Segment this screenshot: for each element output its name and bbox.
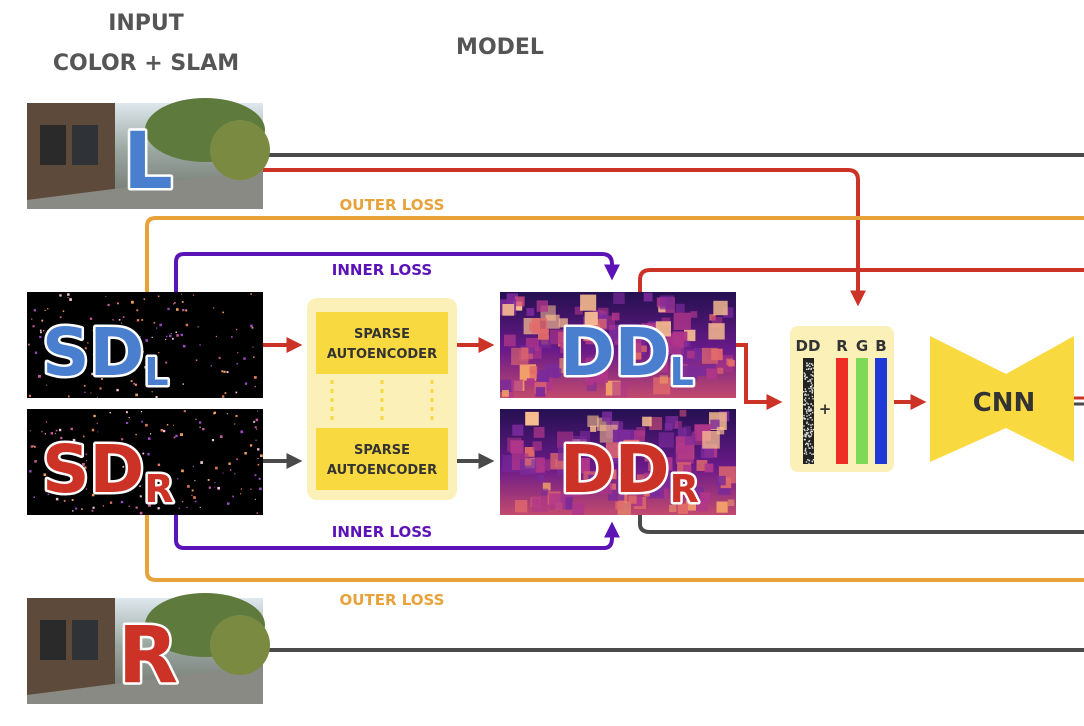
dense-left-subscript: L — [670, 350, 694, 394]
sparse-left-subscript: L — [144, 350, 168, 394]
svg-text:SDR: SDR — [42, 431, 174, 511]
ae-top-line1: SPARSE — [354, 327, 410, 342]
ae-top-line2: AUTOENCODER — [327, 347, 437, 362]
outer-loss-bottom-label: OUTER LOSS — [340, 591, 445, 609]
stack-label-b: B — [875, 337, 886, 355]
outer-loss-top-label: OUTER LOSS — [340, 196, 445, 214]
autoencoder-panel: SPARSE AUTOENCODER SPARSE AUTOENCODER — [307, 298, 457, 500]
stack-b-bar — [875, 358, 887, 464]
sparse-autoencoder-top — [316, 312, 448, 374]
stack-r-bar — [836, 358, 848, 464]
stack-label-dd: DD — [796, 337, 821, 355]
dense-left-passthrough-line — [638, 268, 1084, 294]
outer-loss-bottom-line — [145, 510, 1084, 582]
right-color-image: R — [27, 593, 270, 704]
sparse-depth-left-image: SDL — [27, 292, 263, 399]
input-header-line2: COLOR + SLAM — [53, 51, 239, 76]
stack-label-r: R — [836, 337, 848, 355]
svg-text:DDR: DDR — [560, 431, 699, 511]
svg-text:DDL: DDL — [560, 314, 694, 394]
left-color-letter: L — [123, 117, 173, 207]
inner-loss-bottom-label: INNER LOSS — [332, 523, 432, 541]
sparse-right-subscript: R — [144, 467, 173, 511]
connections — [145, 153, 1084, 652]
channel-stack: DD R G B + — [790, 326, 894, 472]
sparse-dots-right — [29, 410, 263, 515]
cnn-block: CNN — [930, 336, 1074, 462]
dense-blocks-right — [502, 409, 736, 515]
sparse-left-letters: SD — [42, 314, 144, 391]
inner-loss-bottom-line — [174, 512, 620, 550]
left-color-image: L — [27, 98, 270, 210]
sparse-autoencoder-bottom — [316, 428, 448, 490]
ae-bottom-line2: AUTOENCODER — [327, 463, 437, 478]
input-header-line1: INPUT — [108, 11, 184, 36]
dense-left-letters: DD — [560, 314, 670, 391]
inner-loss-top-label: INNER LOSS — [332, 261, 432, 279]
outer-loss-top-line — [145, 216, 1084, 300]
svg-text:SDL: SDL — [42, 314, 169, 394]
sparse-right-letters: SD — [42, 431, 144, 508]
dense-right-letters: DD — [560, 431, 670, 508]
dense-blocks-left — [500, 292, 735, 398]
stack-g-bar — [856, 358, 868, 464]
stack-label-g: G — [856, 337, 868, 355]
ae-bottom-line1: SPARSE — [354, 443, 410, 458]
right-color-letter: R — [118, 611, 178, 701]
dense-depth-left-image: DDL — [500, 292, 736, 398]
dense-left-to-stack-arrow — [736, 343, 783, 410]
dense-depth-right-image: DDR — [500, 409, 736, 515]
stack-dd-noise — [803, 362, 815, 465]
sparse-depth-right-image: SDR — [27, 409, 263, 515]
left-color-to-stack-arrow — [262, 168, 866, 307]
inner-loss-top-line — [174, 252, 620, 296]
stack-plus: + — [819, 400, 832, 418]
dense-right-subscript: R — [670, 467, 699, 511]
cnn-label: CNN — [973, 388, 1036, 418]
dense-right-passthrough-line — [638, 512, 1084, 534]
model-header: MODEL — [456, 35, 544, 60]
sparse-dots-left — [28, 293, 257, 399]
